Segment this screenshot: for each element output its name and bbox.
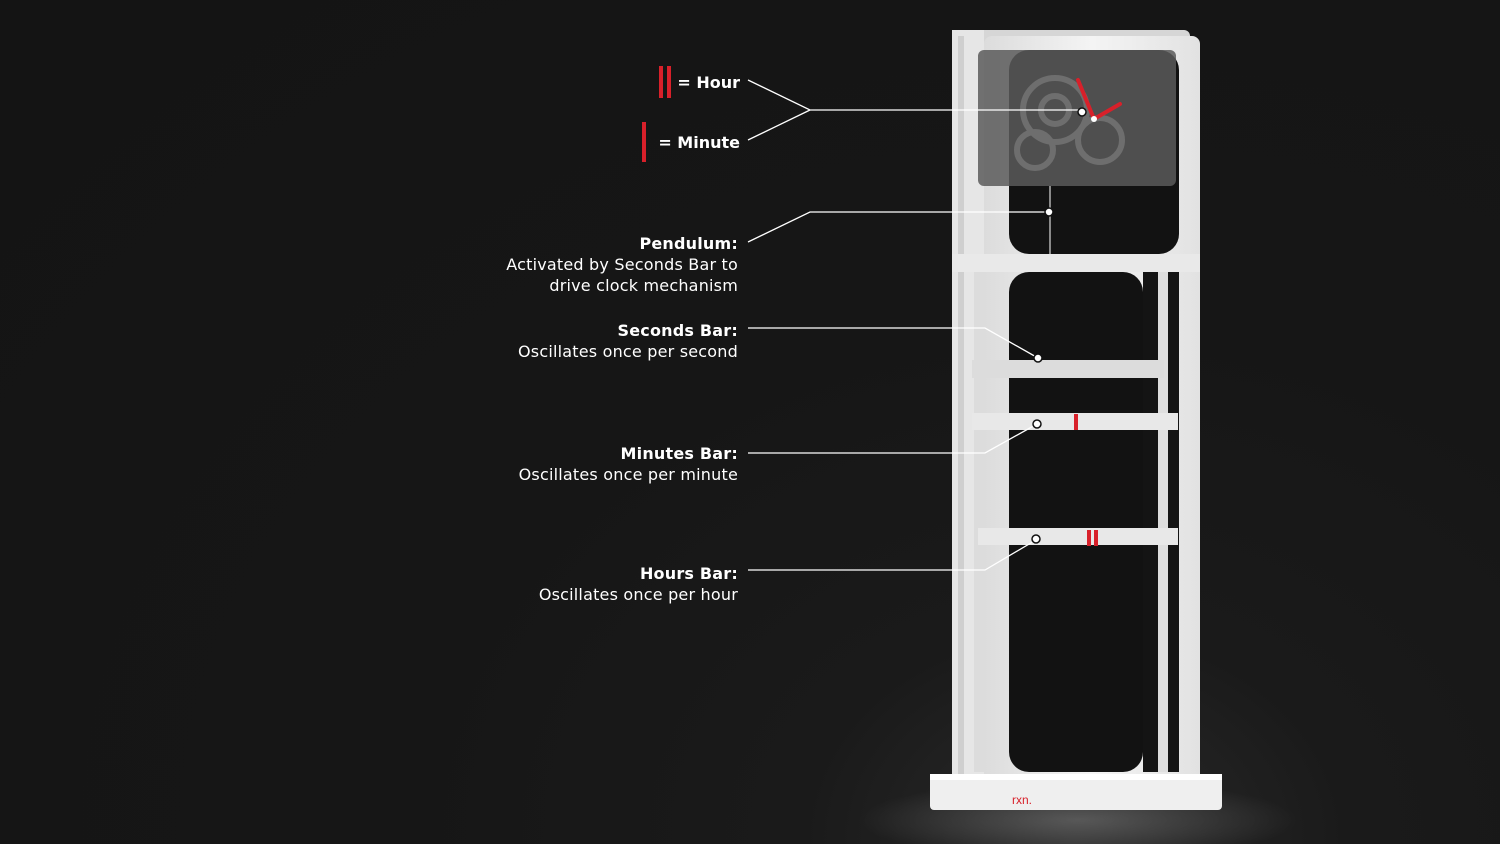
- legend-minute-label: = Minute: [658, 132, 740, 152]
- minutes-bar-desc: Oscillates once per minute: [518, 465, 738, 484]
- pendulum-title: Pendulum:: [639, 234, 738, 253]
- clock-base: [930, 774, 1222, 810]
- pendulum-desc-line2: drive clock mechanism: [549, 276, 738, 295]
- hours-bar-mark-1: [1087, 530, 1091, 546]
- hours-bar-mark-2: [1094, 530, 1098, 546]
- callout-pendulum: Pendulum: Activated by Seconds Bar to dr…: [506, 233, 738, 296]
- dot-seconds: [1033, 353, 1043, 363]
- leader-pendulum: [747, 211, 1049, 243]
- lower-window: [1009, 272, 1143, 772]
- hours-bar-title: Hours Bar:: [639, 564, 738, 583]
- leader-minute: [747, 109, 811, 141]
- callout-seconds-bar: Seconds Bar: Oscillates once per second: [518, 320, 738, 362]
- leader-seconds: [748, 327, 1039, 359]
- minutes-bar-title: Minutes Bar:: [620, 444, 738, 463]
- brand-logo: rxn.: [1012, 793, 1032, 807]
- minute-hand: [1076, 78, 1096, 121]
- hours-bar-desc: Oscillates once per hour: [538, 585, 738, 604]
- leader-lines: [747, 79, 1082, 571]
- frame-divider: [952, 254, 1200, 272]
- seconds-bar: [972, 360, 1164, 378]
- hands-pivot: [1091, 116, 1097, 122]
- legend-hour: = Hour: [659, 66, 740, 98]
- callout-hours-bar: Hours Bar: Oscillates once per hour: [539, 563, 738, 605]
- pendulum-desc-line1: Activated by Seconds Bar to: [506, 255, 738, 274]
- hours-bar: [978, 528, 1178, 545]
- clock-face-box: [978, 50, 1176, 186]
- legend-minute: = Minute: [642, 122, 740, 162]
- inner-rail: [1158, 272, 1168, 772]
- dot-pendulum: [1044, 207, 1054, 217]
- dot-hours: [1031, 534, 1041, 544]
- leader-dots: [1031, 107, 1087, 544]
- minutes-bar-mark: [1074, 414, 1078, 430]
- seconds-bar-desc: Oscillates once per second: [518, 342, 738, 361]
- frame-left-groove: [958, 36, 964, 776]
- dot-hands: [1077, 107, 1087, 117]
- callout-minutes-bar: Minutes Bar: Oscillates once per minute: [519, 443, 738, 485]
- legend-hour-label: = Hour: [677, 72, 740, 92]
- dot-minutes: [1032, 419, 1042, 429]
- inner-rail-left: [974, 272, 984, 772]
- minute-mark-icon: [642, 122, 647, 162]
- base-top-edge: [930, 774, 1222, 780]
- hour-marks-icon: [659, 66, 672, 98]
- hour-hand: [1092, 102, 1122, 121]
- leader-minutes: [748, 423, 1038, 454]
- leader-hours: [748, 539, 1037, 571]
- seconds-bar-title: Seconds Bar:: [617, 321, 738, 340]
